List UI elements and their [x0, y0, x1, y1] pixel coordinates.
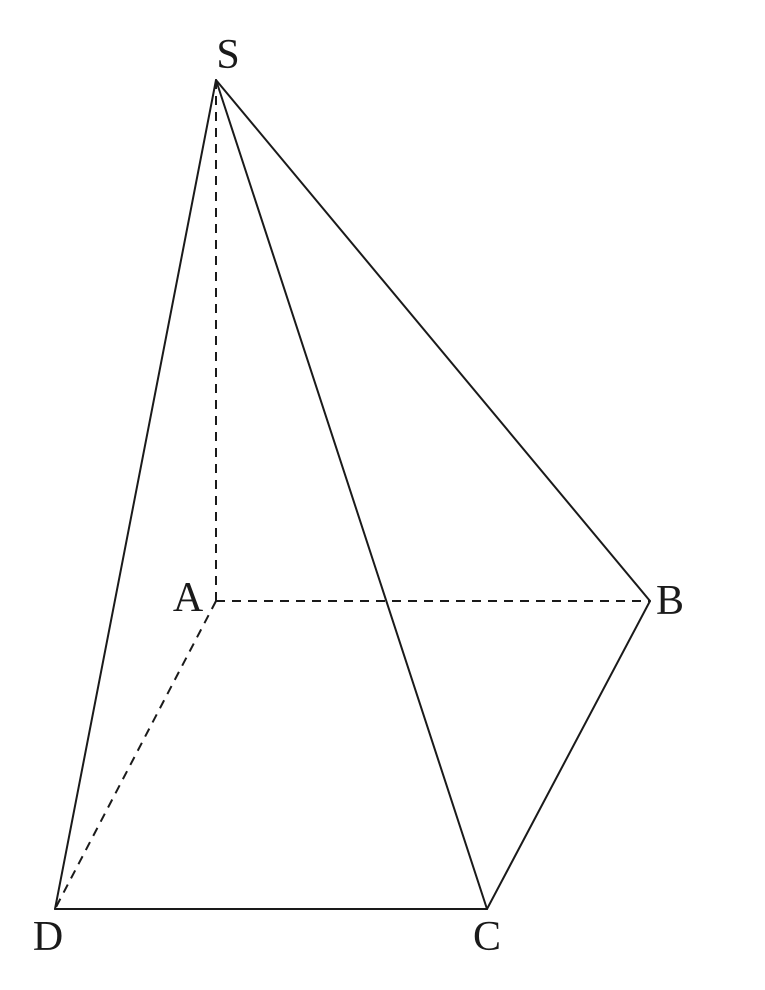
vertex-label-b: B: [656, 578, 684, 624]
edge-sd: [54, 79, 217, 910]
edge-sc: [215, 79, 488, 910]
vertex-label-c: C: [473, 914, 501, 960]
edge-ad: [54, 600, 217, 910]
vertex-label-s: S: [216, 32, 239, 78]
edges-group: [54, 79, 651, 910]
edge-cb: [486, 600, 651, 910]
edge-sb: [215, 79, 651, 602]
vertex-label-a: A: [173, 575, 204, 621]
vertex-label-d: D: [33, 914, 63, 960]
